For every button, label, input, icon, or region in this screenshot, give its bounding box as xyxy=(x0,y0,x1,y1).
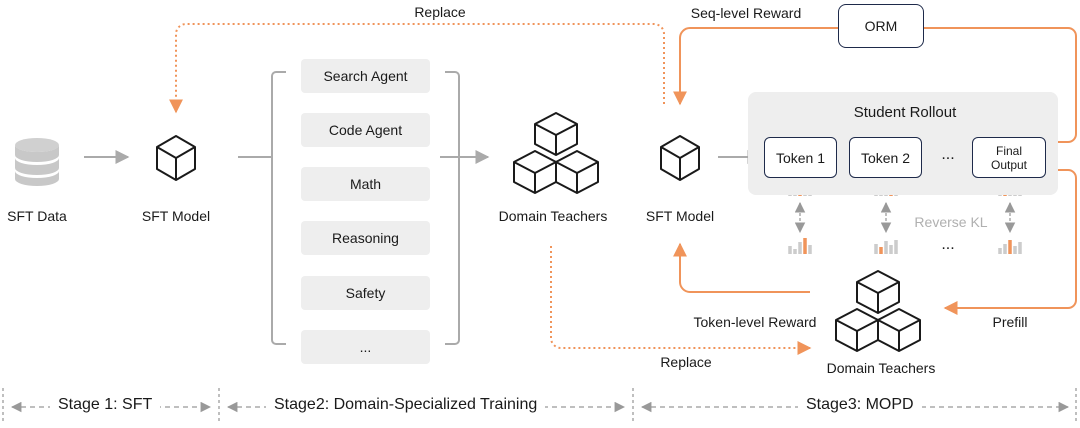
arrow-token-reward xyxy=(673,242,810,293)
teacher-distribution-bar xyxy=(1013,246,1017,254)
sft-data-label: SFT Data xyxy=(7,208,67,224)
token-reward-label: Token-level Reward xyxy=(693,314,817,330)
sft-model-2-label: SFT Model xyxy=(645,208,715,224)
teacher-distribution-bar xyxy=(998,248,1002,254)
domain-math: Math xyxy=(301,167,430,201)
prefill-label: Prefill xyxy=(992,314,1028,330)
domain-teachers-label: Domain Teachers xyxy=(498,208,608,224)
domain-teachers-2-label: Domain Teachers xyxy=(826,360,936,376)
teacher-distribution-bar xyxy=(793,249,797,254)
stage-1-label: Stage 1: SFT xyxy=(50,396,161,414)
token-ellipsis: ... xyxy=(941,146,955,163)
seq-reward-label: Seq-level Reward xyxy=(690,5,802,21)
teacher-distribution-bar xyxy=(803,238,807,254)
teacher-distribution-bar xyxy=(1008,240,1012,254)
arrow-prefill xyxy=(943,169,1077,315)
domain-search-agent: Search Agent xyxy=(301,59,430,93)
domain-more: ... xyxy=(301,330,430,364)
teacher-distribution-bar xyxy=(884,241,888,254)
arrow-seq-reward xyxy=(673,27,838,106)
stage-3-label: Stage3: MOPD xyxy=(798,396,922,414)
reverse-kl-label: Reverse KL xyxy=(914,214,988,230)
arrow-replace-top xyxy=(169,23,665,114)
cube-cluster-icon xyxy=(835,270,921,352)
replace-top-label: Replace xyxy=(414,4,466,20)
cube-cluster-icon xyxy=(513,112,599,194)
sft-model-label: SFT Model xyxy=(141,208,211,224)
final-output-box: Final Output xyxy=(972,137,1046,178)
domain-code-agent: Code Agent xyxy=(301,113,430,147)
domain-safety: Safety xyxy=(301,276,430,310)
teacher-distribution-bar xyxy=(1018,242,1022,254)
teacher-distribution-bar xyxy=(889,245,893,254)
arrow-output-to-orm xyxy=(924,27,1077,143)
cube-icon xyxy=(660,135,700,181)
teacher-distribution-bar xyxy=(874,244,878,254)
teacher-distribution-bar xyxy=(879,247,883,254)
teacher-ellipsis: ... xyxy=(941,236,955,253)
teacher-distribution-bar xyxy=(808,245,812,254)
cube-icon xyxy=(156,135,196,181)
stage-2-label: Stage2: Domain-Specialized Training xyxy=(266,396,546,414)
token-2-box: Token 2 xyxy=(849,137,922,178)
token-1-box: Token 1 xyxy=(764,137,837,178)
teacher-distribution-bar xyxy=(894,240,898,254)
teacher-distribution-bar xyxy=(788,246,792,254)
orm-box: ORM xyxy=(838,4,924,48)
teacher-distribution-bar xyxy=(1003,244,1007,254)
replace-bottom-label: Replace xyxy=(660,354,712,370)
database-icon xyxy=(15,138,59,186)
teacher-distribution-bar xyxy=(798,242,802,254)
domain-bracket-right xyxy=(445,71,460,345)
domain-reasoning: Reasoning xyxy=(301,221,430,255)
student-rollout-title: Student Rollout xyxy=(853,104,957,121)
domain-bracket-left xyxy=(271,71,286,345)
